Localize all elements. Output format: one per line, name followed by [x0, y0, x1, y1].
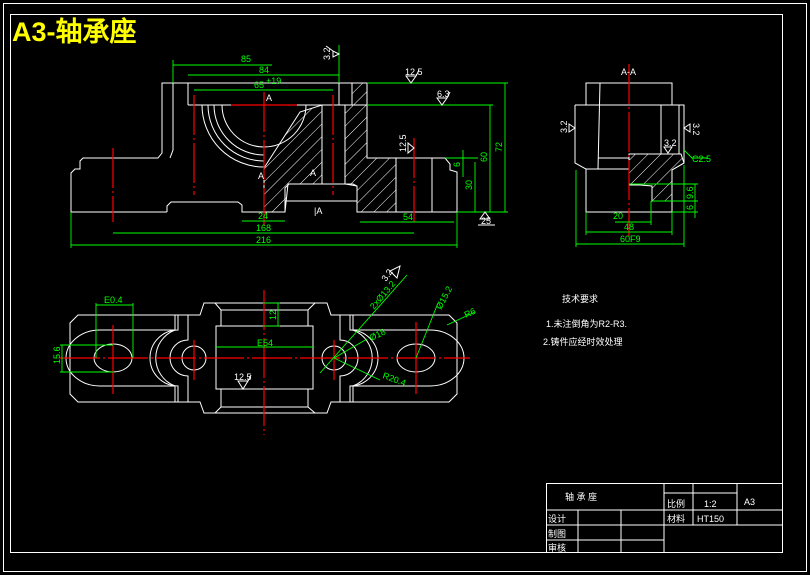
svg-text:12.5: 12.5 — [398, 134, 408, 152]
dim-9-6: 9.6 — [685, 186, 695, 199]
material-label: 材料 — [667, 513, 685, 524]
dim-30: 30 — [464, 180, 474, 190]
chamfer-label: C2.5 — [692, 154, 711, 164]
dim-84: 84 — [259, 65, 269, 75]
dim-6: 6 — [685, 205, 695, 210]
drawn-label: 制图 — [548, 528, 566, 539]
dim-65-tolerance: +19 — [266, 76, 281, 86]
dim-54: E54 — [257, 338, 273, 348]
material-value: HT150 — [697, 514, 724, 524]
dim-15-6: 15.6 — [52, 346, 62, 364]
svg-text:6.3: 6.3 — [437, 89, 450, 99]
inner-frame — [10, 14, 783, 553]
roughness-symbol: 6.3 — [436, 89, 451, 106]
dim-48: 48 — [624, 222, 634, 232]
dim-168: 168 — [256, 223, 271, 233]
roughness-symbol: 12.5 — [234, 372, 252, 390]
front-outline — [70, 82, 458, 213]
dim-12: 12 — [268, 310, 278, 320]
dim-65: 65 — [254, 80, 264, 90]
reviewed-label: 审核 — [548, 542, 566, 553]
dim-r6: R6 — [463, 306, 478, 320]
outer-border — [3, 3, 807, 572]
section-mark: A — [266, 93, 272, 103]
svg-text:3.2: 3.2 — [664, 138, 677, 148]
svg-text:3.2: 3.2 — [322, 47, 332, 60]
drawing-title: A3-轴承座 — [12, 16, 137, 47]
part-name: 轴 承 座 — [565, 491, 597, 502]
scale-value: 1:2 — [704, 499, 717, 509]
svg-text:12.5: 12.5 — [234, 372, 252, 382]
svg-text:3.2: 3.2 — [691, 123, 701, 136]
dim-20: 20 — [613, 211, 623, 221]
roughness-symbol: 25 — [478, 211, 495, 226]
technical-requirements: 技术要求 1.未注倒角为R2-R3. 2.铸件应经时效处理 — [543, 293, 627, 347]
dim-24: 24 — [258, 211, 268, 221]
section-label: A-A — [621, 67, 636, 77]
dim-72: 72 — [494, 142, 504, 152]
dim-60: 60 — [479, 152, 489, 162]
tech-item: 2.铸件应经时效处理 — [543, 336, 623, 347]
roughness-symbol: 3.2 — [559, 120, 576, 133]
section-view-a-a: A-A 20 48 60F9 9.6 6 C2.5 3.2 3.2 3.2 — [559, 64, 711, 247]
tech-heading: 技术要求 — [562, 293, 598, 304]
section-mark: A — [310, 168, 316, 178]
tech-item: 1.未注倒角为R2-R3. — [546, 318, 627, 329]
roughness-symbol: 12.5 — [405, 67, 423, 84]
dim-216: 216 — [256, 235, 271, 245]
roughness-symbol: 3.2 — [322, 45, 341, 60]
sheet-size: A3 — [744, 497, 755, 507]
title-block: 轴 承 座 比例 1:2 材料 HT150 A3 设计 制图 审核 — [546, 483, 783, 553]
svg-text:3.2: 3.2 — [559, 120, 569, 133]
dim-6: 6 — [452, 162, 462, 167]
front-view: 85 84 65 +19 24 168 216 54 72 60 30 6 3.… — [70, 45, 508, 248]
roughness-symbol: 12.5 — [398, 134, 415, 155]
roughness-symbol: 3.2 — [663, 138, 677, 154]
dim-85: 85 — [241, 54, 251, 64]
svg-text:25: 25 — [481, 216, 491, 226]
dim-slot-width: E0.4 — [104, 295, 123, 305]
dim-60f9: 60F9 — [620, 234, 641, 244]
scale-label: 比例 — [667, 498, 685, 509]
dim-54: 54 — [403, 212, 413, 222]
designed-label: 设计 — [548, 513, 566, 524]
section-mark: A — [258, 171, 264, 181]
svg-text:12.5: 12.5 — [405, 67, 423, 77]
section-mark: |A — [314, 206, 322, 216]
roughness-symbol: 3.2 — [683, 123, 701, 136]
